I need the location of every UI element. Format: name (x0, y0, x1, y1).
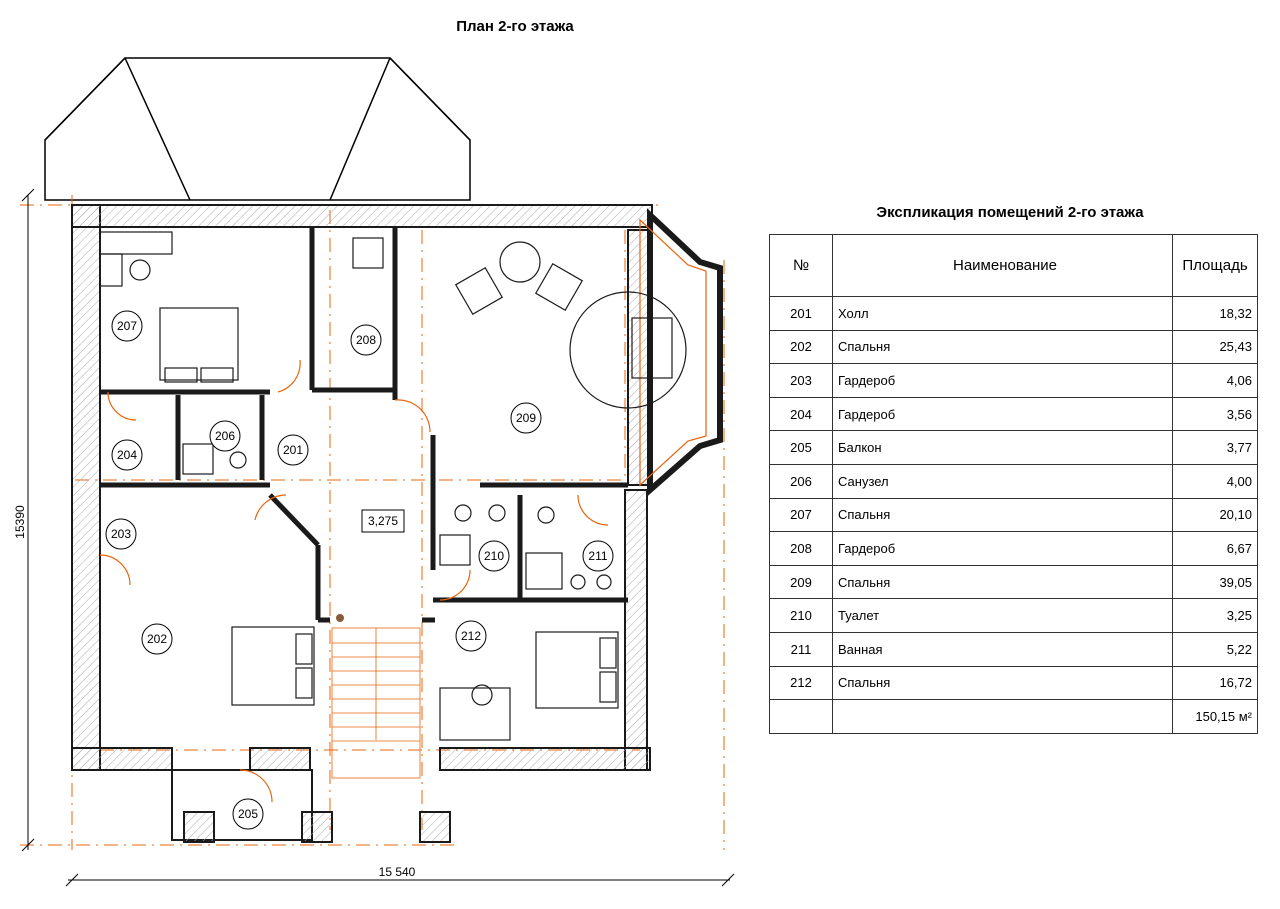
cell-area: 25,43 (1172, 329, 1258, 365)
cell-name: Гардероб (832, 531, 1173, 566)
cell-area: 4,00 (1172, 463, 1258, 499)
cell-num: 205 (769, 430, 833, 465)
cell-num: 201 (769, 296, 833, 331)
svg-text:210: 210 (484, 549, 504, 563)
svg-text:201: 201 (283, 443, 303, 457)
cell-name: Спальня (832, 564, 1173, 600)
room-label-209: 209 (510, 402, 542, 434)
svg-text:204: 204 (117, 448, 137, 462)
header-name: Наименование (832, 234, 1173, 297)
svg-text:208: 208 (356, 333, 376, 347)
svg-text:211: 211 (588, 549, 607, 563)
room-label-207: 207 (111, 310, 143, 342)
cell-num: 204 (769, 396, 833, 432)
table-total-row: 150,15 м² (769, 699, 1258, 734)
stair-level-mark: 3,275 (361, 509, 405, 533)
total-num-cell (769, 699, 833, 734)
staircase (331, 627, 421, 779)
cell-area: 3,77 (1172, 430, 1258, 465)
svg-text:207: 207 (117, 319, 137, 333)
svg-text:209: 209 (516, 411, 536, 425)
cell-num: 208 (769, 531, 833, 566)
interior-walls (100, 228, 628, 623)
cell-area: 16,72 (1172, 665, 1258, 701)
cell-num: 206 (769, 463, 833, 499)
cell-num: 210 (769, 598, 833, 633)
width-dimension: 15 540 (379, 865, 416, 879)
bay-wall (647, 208, 723, 497)
outer-walls (71, 204, 653, 771)
cell-name: Гардероб (832, 363, 1173, 398)
doors (99, 359, 609, 803)
cell-area: 39,05 (1172, 564, 1258, 600)
cell-name: Ванная (832, 631, 1173, 667)
plan-title: План 2-го этажа (456, 18, 574, 35)
svg-text:3,275: 3,275 (368, 514, 398, 528)
room-label-210: 210 (478, 540, 510, 572)
cell-num: 202 (769, 329, 833, 365)
table-title: Экспликация помещений 2-го этажа (876, 204, 1144, 221)
svg-text:203: 203 (111, 527, 131, 541)
total-name-cell (832, 699, 1173, 734)
balcony (171, 769, 451, 843)
cell-area: 3,25 (1172, 598, 1258, 633)
cell-name: Балкон (832, 430, 1173, 465)
room-label-211: 211 (582, 540, 614, 572)
cell-num: 209 (769, 564, 833, 600)
header-num: № (769, 234, 833, 297)
cell-num: 211 (769, 631, 833, 667)
room-label-212: 212 (455, 620, 487, 652)
room-label-204: 204 (111, 439, 143, 471)
svg-text:205: 205 (238, 807, 258, 821)
table-header-row: № Наименование Площадь (769, 234, 1258, 297)
cell-name: Холл (832, 296, 1173, 331)
floor-plan: 207 208 209 206 201 204 203 210 211 202 … (13, 57, 735, 887)
header-area: Площадь (1172, 234, 1258, 297)
cell-area: 18,32 (1172, 296, 1258, 331)
cell-area: 20,10 (1172, 497, 1258, 533)
room-label-201: 201 (277, 434, 309, 466)
cell-area: 4,06 (1172, 363, 1258, 398)
cell-name: Спальня (832, 329, 1173, 365)
cell-num: 212 (769, 665, 833, 701)
room-label-202: 202 (141, 623, 173, 655)
furniture (99, 231, 687, 741)
cell-num: 203 (769, 363, 833, 398)
svg-text:212: 212 (461, 629, 481, 643)
cell-name: Спальня (832, 665, 1173, 701)
cell-name: Спальня (832, 497, 1173, 533)
room-label-203: 203 (105, 518, 137, 550)
cell-name: Санузел (832, 463, 1173, 499)
room-label-206: 206 (209, 420, 241, 452)
cell-name: Гардероб (832, 396, 1173, 432)
height-dimension: 15390 (13, 505, 27, 539)
cell-area: 5,22 (1172, 631, 1258, 667)
total-area: 150,15 м² (1172, 699, 1258, 734)
room-label-208: 208 (350, 324, 382, 356)
room-label-205: 205 (232, 798, 264, 830)
cell-area: 6,67 (1172, 531, 1258, 566)
svg-text:206: 206 (215, 429, 235, 443)
roof (44, 57, 471, 201)
svg-text:202: 202 (147, 632, 167, 646)
cell-name: Туалет (832, 598, 1173, 633)
cell-area: 3,56 (1172, 396, 1258, 432)
dimension-lines (21, 188, 735, 887)
room-labels: 207 208 209 206 201 204 203 210 211 202 … (105, 310, 614, 830)
cell-num: 207 (769, 497, 833, 533)
